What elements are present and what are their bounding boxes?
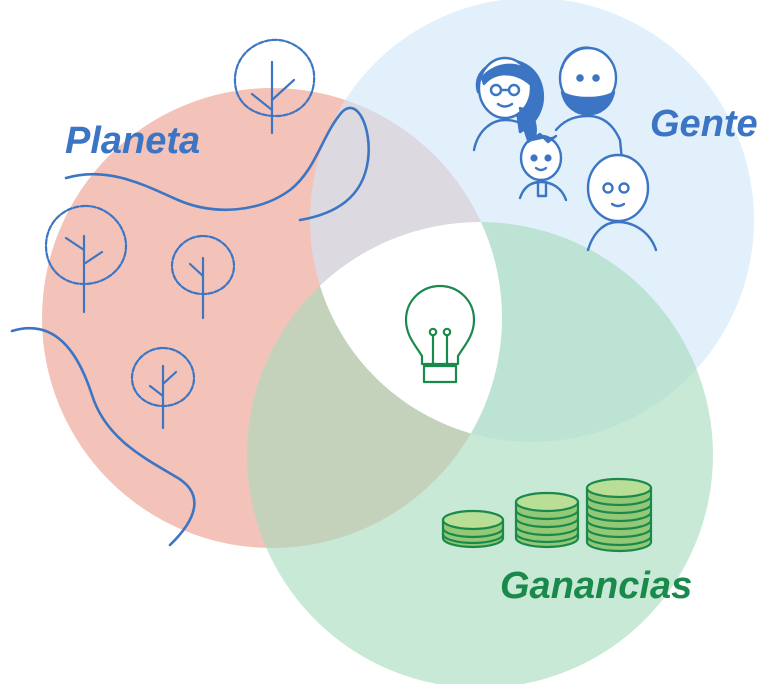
tree-icon xyxy=(44,38,316,430)
coin-stack-icon xyxy=(441,477,653,553)
tree-top xyxy=(233,38,316,135)
tree-bottom xyxy=(130,346,196,430)
set-label-ganancias: Ganancias xyxy=(500,565,692,607)
tree-left xyxy=(44,204,128,314)
center-intersection xyxy=(310,222,502,442)
coin-stack-small xyxy=(441,509,505,549)
woman-icon xyxy=(472,56,545,152)
boy-icon xyxy=(518,132,568,202)
set-label-planeta: Planeta xyxy=(65,120,200,162)
lightbulb-icon xyxy=(404,284,476,384)
family-icon xyxy=(472,46,658,252)
set-label-gente: Gente xyxy=(650,103,758,145)
coin-stack-large xyxy=(585,477,653,553)
baby-icon xyxy=(586,153,658,252)
man-icon xyxy=(554,46,624,162)
coin-stack-medium xyxy=(514,491,580,549)
river-icon xyxy=(10,106,370,547)
tree-middle xyxy=(170,234,236,320)
